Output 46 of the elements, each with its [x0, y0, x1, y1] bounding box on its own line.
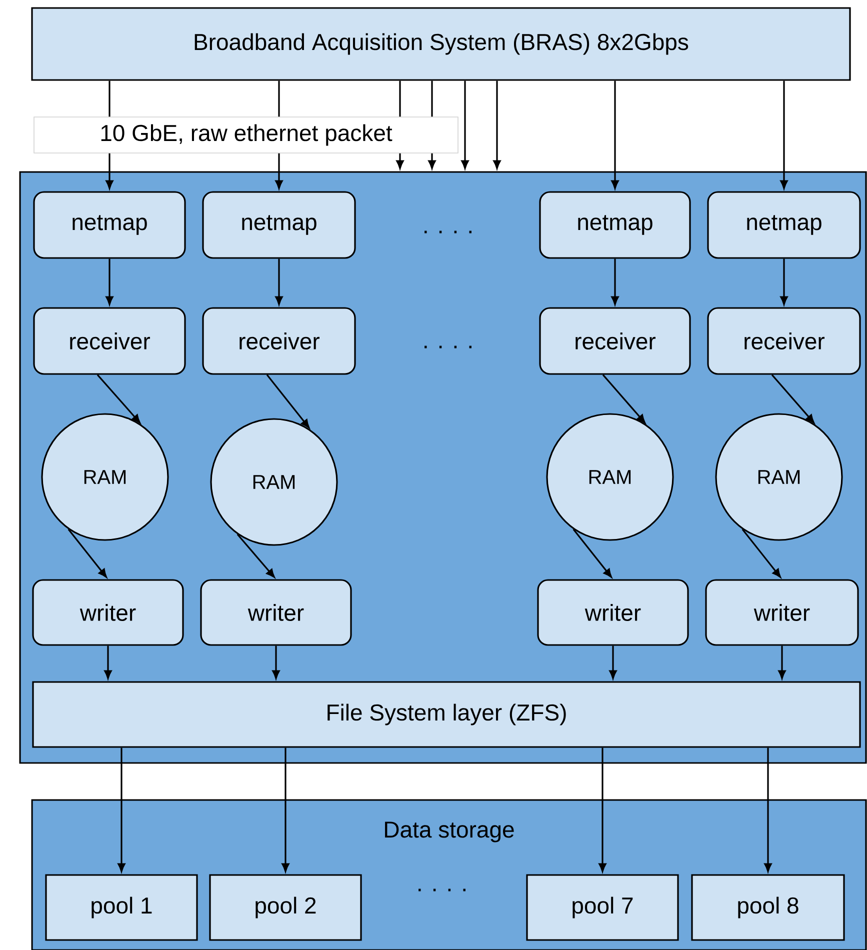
ellipsis: . . . .: [424, 346, 472, 348]
arrow: [742, 528, 781, 578]
arrow: [611, 80, 619, 189]
process-box: receiver: [202, 307, 356, 375]
arrow: [272, 646, 280, 679]
arrow: [602, 374, 646, 424]
ellipsis: . . . .: [424, 230, 472, 234]
storage-pool-box: pool 2: [209, 874, 362, 941]
arrow: [282, 748, 290, 872]
arrow: [598, 748, 606, 872]
arrow: [461, 80, 469, 169]
process-box: receiver: [33, 307, 186, 375]
arrow: [266, 374, 310, 428]
arrow: [778, 646, 786, 679]
storage-pool-box: pool 8: [691, 874, 845, 941]
link-label: 10 GbE, raw ethernet packet: [34, 116, 458, 154]
system-box: File System layer (ZFS): [32, 681, 861, 748]
arrow: [68, 528, 107, 578]
arrow: [118, 748, 126, 872]
arrow: [764, 748, 772, 872]
arrow: [275, 258, 283, 305]
storage-pool-box: pool 1: [45, 874, 198, 941]
arrow: [104, 646, 112, 679]
process-box: netmap: [539, 191, 691, 259]
process-box: netmap: [202, 191, 356, 259]
system-box: Broadband Acquisition System (BRAS) 8x2Gbps: [31, 7, 851, 81]
process-box: writer: [32, 579, 184, 646]
process-box: receiver: [707, 307, 861, 375]
arrow: [771, 374, 814, 424]
arrow: [106, 258, 114, 305]
process-box: receiver: [539, 307, 691, 375]
arrow: [236, 534, 275, 578]
arrow: [572, 528, 612, 578]
arrow: [493, 80, 501, 169]
process-box: netmap: [33, 191, 186, 259]
process-box: writer: [200, 579, 352, 646]
arrow: [611, 258, 619, 305]
arrow: [609, 646, 617, 679]
process-box: writer: [705, 579, 859, 646]
arrow: [780, 258, 788, 305]
arrow: [96, 374, 140, 424]
arrow: [780, 80, 788, 189]
process-box: writer: [537, 579, 689, 646]
ellipsis: . . . .: [418, 888, 466, 892]
process-box: netmap: [707, 191, 861, 259]
storage-pool-box: pool 7: [526, 874, 679, 941]
